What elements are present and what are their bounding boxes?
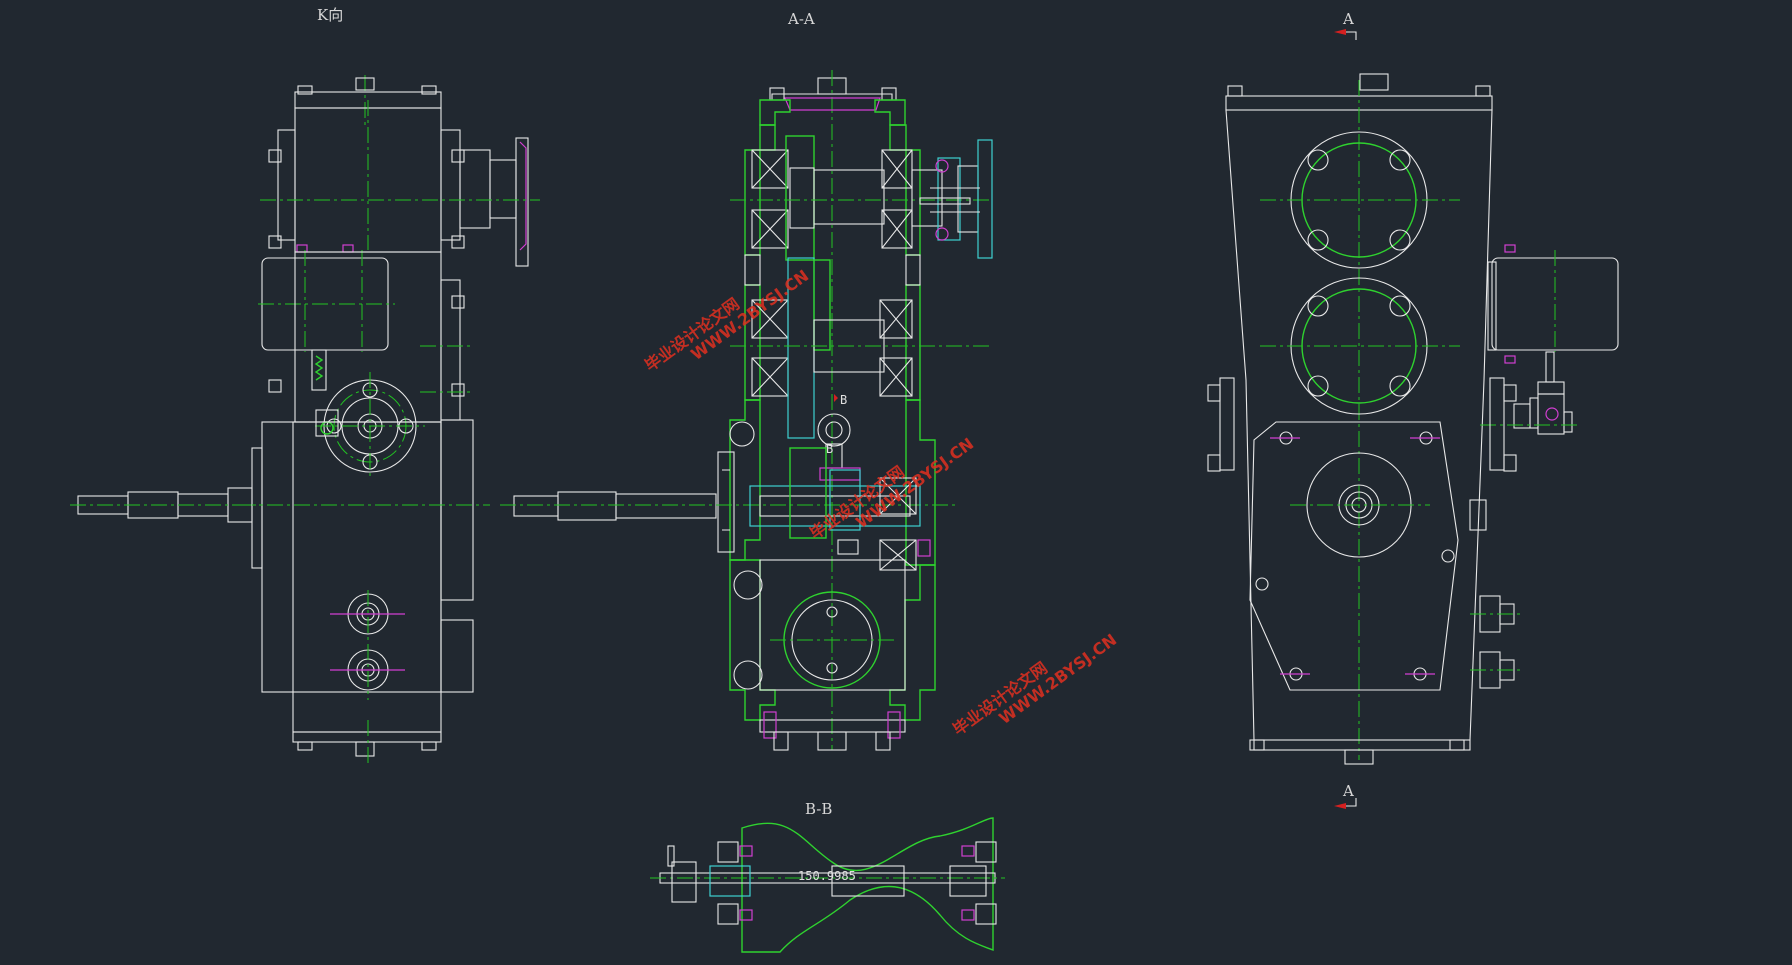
view-a: A [1207,10,1619,809]
section-mark-bottom: A [1342,782,1354,800]
dimension-bb: 150.9985 [798,869,856,883]
view-aa-label: A-A [787,10,815,28]
view-k-label: K向 [317,6,343,24]
view-k: K向 [70,6,540,765]
section-b-mark-2: B [826,442,833,456]
section-mark-top: A [1342,10,1354,28]
watermark-1: 毕业设计论文网 WWW.2BYSJ.CN [641,266,812,375]
section-b-mark-1: B [840,393,847,407]
view-aa: A-A [500,10,993,751]
watermark-3: 毕业设计论文网 WWW.2BYSJ.CN [949,630,1120,739]
view-bb: B-B 150.9985 [650,800,1005,953]
view-bb-label: B-B [805,800,832,818]
